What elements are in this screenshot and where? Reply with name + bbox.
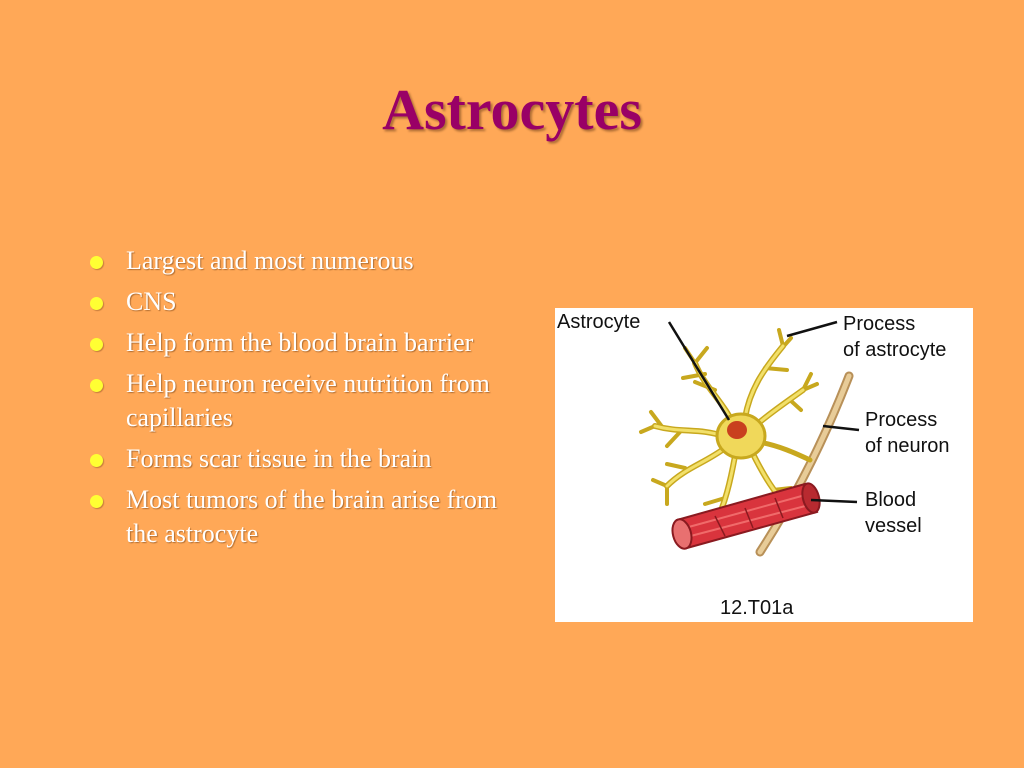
bullet-item: Most tumors of the brain arise from the …	[88, 483, 528, 551]
label-process-neuron-line1: Process	[865, 409, 937, 431]
bullet-text: Largest and most numerous	[126, 246, 414, 275]
label-process-astrocyte-line2: of astrocyte	[843, 339, 946, 361]
bullet-dot-icon	[90, 454, 103, 467]
astrocyte-figure: Astrocyte Process of astrocyte Process o…	[555, 308, 973, 622]
bullet-text: CNS	[126, 287, 177, 316]
process-astrocyte-leader	[786, 320, 838, 338]
bullet-dot-icon	[90, 256, 103, 269]
bullet-list: Largest and most numerous CNS Help form …	[88, 244, 528, 558]
bullet-item: Help form the blood brain barrier	[88, 326, 528, 360]
bullet-item: CNS	[88, 285, 528, 319]
bullet-text: Most tumors of the brain arise from the …	[126, 485, 498, 548]
bullet-item: Help neuron receive nutrition from capil…	[88, 367, 528, 435]
bullet-text: Help form the blood brain barrier	[126, 328, 474, 357]
bullet-text: Forms scar tissue in the brain	[126, 444, 432, 473]
bullet-dot-icon	[90, 379, 103, 392]
astrocyte-leader	[667, 321, 731, 421]
blood-vessel-leader	[810, 498, 858, 504]
process-neuron-leader	[822, 424, 860, 432]
astrocyte-diagram: Astrocyte Process of astrocyte Process o…	[557, 311, 950, 619]
blood-vessel	[671, 482, 821, 550]
slide-title: Astrocytes	[382, 77, 642, 142]
label-process-astrocyte-line1: Process	[843, 313, 915, 335]
bullet-text: Help neuron receive nutrition from capil…	[126, 369, 490, 432]
label-process-neuron-line2: of neuron	[865, 435, 950, 457]
bullet-item: Forms scar tissue in the brain	[88, 442, 528, 476]
figure-code: 12.T01a	[720, 597, 794, 619]
bullet-item: Largest and most numerous	[88, 244, 528, 278]
bullet-dot-icon	[90, 495, 103, 508]
neuron-process	[755, 371, 854, 557]
astrocyte-nucleus	[727, 421, 747, 439]
bullet-dot-icon	[90, 297, 103, 310]
bullet-dot-icon	[90, 338, 103, 351]
label-astrocyte: Astrocyte	[557, 311, 640, 333]
label-blood-vessel-line1: Blood	[865, 489, 916, 511]
label-blood-vessel-line2: vessel	[865, 515, 922, 537]
